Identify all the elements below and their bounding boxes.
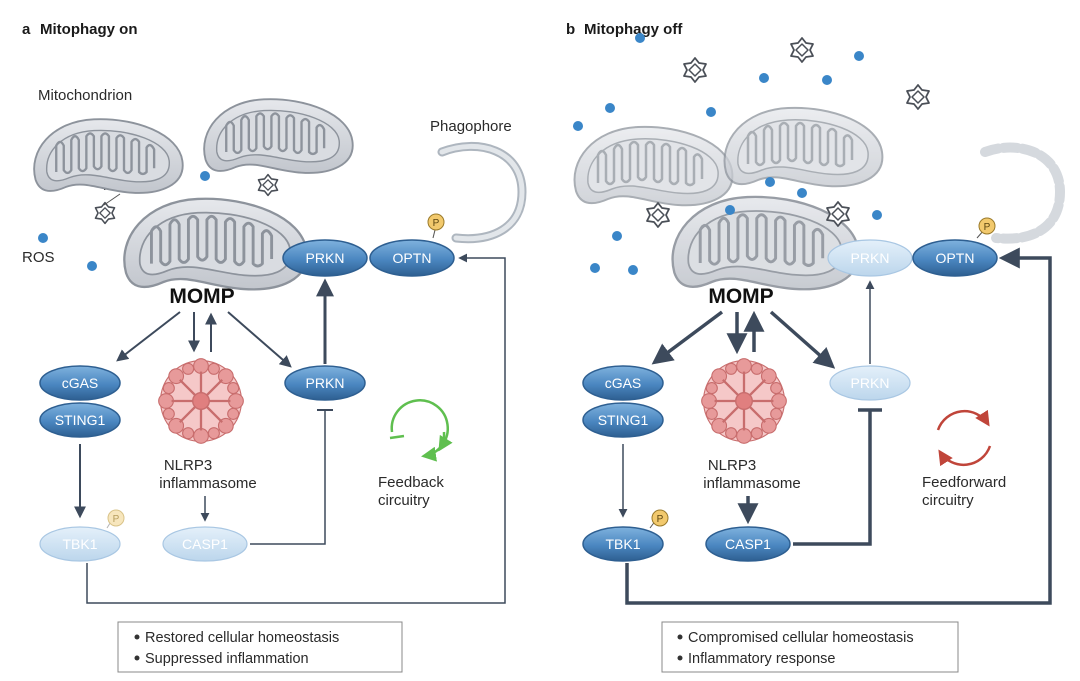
mtdna-icon — [94, 201, 116, 225]
mitochondrion-icon — [32, 117, 185, 195]
phagophore-icon — [980, 142, 1066, 244]
ros-icon — [612, 231, 622, 241]
cgas-label: cGAS — [605, 375, 642, 391]
phagophore-label: Phagophore — [430, 118, 512, 135]
mtdna-icon — [646, 202, 670, 228]
sting1-label: STING1 — [55, 412, 106, 428]
mitochondrion-icon — [202, 97, 355, 175]
prkn-label: PRKN — [306, 375, 345, 391]
panel-b-title: Mitophagy off — [584, 21, 683, 38]
outcomes-box — [117, 621, 403, 673]
ros-icon — [854, 51, 864, 61]
sting1-node — [582, 402, 664, 438]
optn-node — [369, 239, 455, 277]
ros-icon — [635, 33, 645, 43]
outcome-item: Suppressed inflammation — [145, 651, 309, 667]
outcome-item: Compromised cellular homeostasis — [688, 630, 914, 646]
tbk1-node — [39, 526, 121, 562]
ros-icon — [590, 263, 600, 273]
damaged-mitochondrion-icon — [122, 197, 309, 291]
casp1-label: CASP1 — [725, 536, 771, 552]
ros-icon — [725, 205, 735, 215]
tbk1-label: TBK1 — [62, 536, 97, 552]
cgas-node — [39, 365, 121, 401]
ros-icon — [200, 171, 210, 181]
panel-a-letter: a — [22, 21, 31, 38]
panel-b-letter: b — [566, 21, 575, 38]
ros-icon — [573, 121, 583, 131]
panel-a: a Mitophagy on Mitochondrion mtDNA ROS P… — [22, 21, 527, 673]
ros-icon — [797, 188, 807, 198]
mitochondrion-icon — [573, 125, 734, 207]
mitochondrion-label: Mitochondrion — [38, 87, 132, 104]
ros-icon — [822, 75, 832, 85]
mtdna-icon — [257, 173, 279, 197]
mitochondrion-icon — [723, 106, 884, 188]
outcomes-box — [661, 621, 959, 673]
ros-icon — [87, 261, 97, 271]
phospho-label: P — [433, 218, 440, 229]
ros-cluster — [573, 33, 882, 275]
prkn-label: PRKN — [306, 250, 345, 266]
nlrp3-label: NLRP3 — [708, 457, 756, 474]
prkn-node — [827, 239, 913, 277]
mtdna-icon — [683, 57, 707, 83]
phospho-label: P — [984, 222, 991, 233]
prkn-node — [829, 365, 911, 401]
ros-icon — [628, 265, 638, 275]
ros-label: ROS — [22, 249, 55, 266]
casp1-node — [162, 526, 248, 562]
ros-icon — [605, 103, 615, 113]
phospho-label: P — [113, 514, 120, 525]
phospho-icon — [427, 213, 445, 231]
nlrp3-inflammasome-icon — [157, 357, 245, 445]
nlrp3-label: NLRP3 — [164, 457, 212, 474]
outcome-item: Restored cellular homeostasis — [145, 630, 339, 646]
nlrp3-inflammasome-icon — [700, 357, 788, 445]
phospho-icon — [107, 509, 125, 527]
casp1-label: CASP1 — [182, 536, 228, 552]
ros-icon — [706, 107, 716, 117]
optn-node — [912, 239, 998, 277]
inflammasome-label: inflammasome — [703, 475, 801, 492]
feedback-label: Feedback — [378, 474, 444, 491]
tbk1-node — [582, 526, 664, 562]
cgas-node — [582, 365, 664, 401]
momp-label: MOMP — [169, 285, 234, 308]
prkn-node — [282, 239, 368, 277]
panel-b: b Mitophagy off — [566, 21, 1066, 673]
phospho-icon — [978, 217, 996, 235]
cgas-label: cGAS — [62, 375, 99, 391]
optn-label: OPTN — [936, 250, 975, 266]
sting1-label: STING1 — [598, 412, 649, 428]
mtdna-icon — [906, 84, 930, 110]
ros-icon — [872, 210, 882, 220]
feedforward-circuit-icon — [936, 409, 990, 431]
circuitry-label: circuitry — [378, 492, 430, 509]
phospho-icon — [651, 509, 669, 527]
momp-label: MOMP — [708, 285, 773, 308]
prkn-label: PRKN — [851, 375, 890, 391]
sting1-node — [39, 402, 121, 438]
casp1-node — [705, 526, 791, 562]
ros-icon — [759, 73, 769, 83]
circuitry-label: circuitry — [922, 492, 974, 509]
optn-label: OPTN — [393, 250, 432, 266]
ros-icon — [38, 233, 48, 243]
outcome-item: Inflammatory response — [688, 651, 835, 667]
prkn-label: PRKN — [851, 250, 890, 266]
mtdna-icon — [790, 37, 814, 63]
phospho-label: P — [657, 514, 664, 525]
prkn-node — [284, 365, 366, 401]
panel-a-title: Mitophagy on — [40, 21, 138, 38]
tbk1-label: TBK1 — [605, 536, 640, 552]
ros-icon — [765, 177, 775, 187]
feedforward-label: Feedforward — [922, 474, 1006, 491]
inflammasome-label: inflammasome — [159, 475, 257, 492]
